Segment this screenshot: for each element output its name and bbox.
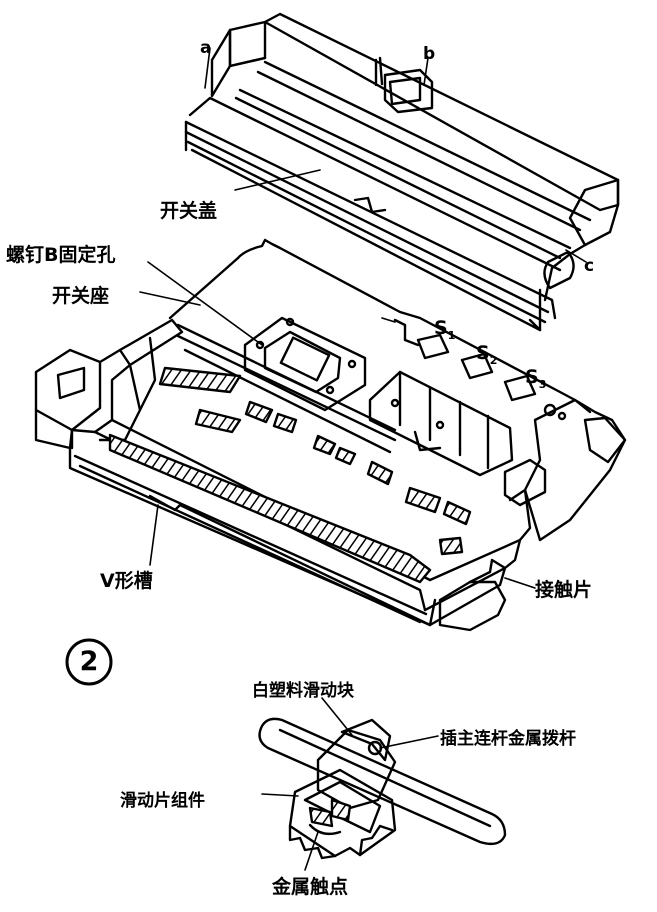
marker-a-label: a <box>200 38 212 58</box>
slider-assembly <box>258 697 507 871</box>
white-slider-block <box>316 728 397 810</box>
cover-label: 开关盖 <box>160 200 218 222</box>
metal-contact-label: 金属触点 <box>272 876 349 898</box>
marker-c-label: c <box>584 256 595 276</box>
cover-back-wall <box>263 12 620 212</box>
cover-right-end <box>568 178 620 247</box>
cover-tab-b <box>383 68 434 114</box>
screw-hole-label: 螺钉B固定孔 <box>6 244 116 266</box>
metal-rod <box>258 717 507 846</box>
s3-label: S3 <box>525 366 547 391</box>
white-slider-label: 白塑料滑动块 <box>252 681 354 701</box>
s3-tab <box>503 374 537 402</box>
switch-base-label: 开关座 <box>52 285 110 307</box>
s2-label: S2 <box>476 342 498 367</box>
hatch-strip-1 <box>158 366 242 394</box>
base-right-block <box>523 398 627 542</box>
v-groove-label: V形槽 <box>100 570 153 592</box>
hatch-strip-long <box>108 433 432 584</box>
s1-tab <box>416 333 450 360</box>
switch-base <box>34 238 627 632</box>
switch-cover <box>184 12 620 332</box>
base-contact-plate <box>438 580 507 632</box>
rod-label: 插主连杆金属拨杆 <box>440 729 576 749</box>
figure-number: 2 <box>79 646 99 677</box>
s1-label: S1 <box>434 317 456 342</box>
s2-tab <box>460 352 494 380</box>
base-left-block <box>34 348 102 432</box>
figure-number-circle <box>65 638 113 686</box>
marker-b-label: b <box>423 44 436 64</box>
cover-left-end-side <box>210 28 232 98</box>
screw-boss <box>243 316 367 412</box>
cover-c-slot <box>543 250 575 290</box>
slider-assembly-label: 滑动片组件 <box>120 791 205 811</box>
metal-contact-point <box>308 823 342 836</box>
contact-plate-label: 接触片 <box>535 579 593 601</box>
